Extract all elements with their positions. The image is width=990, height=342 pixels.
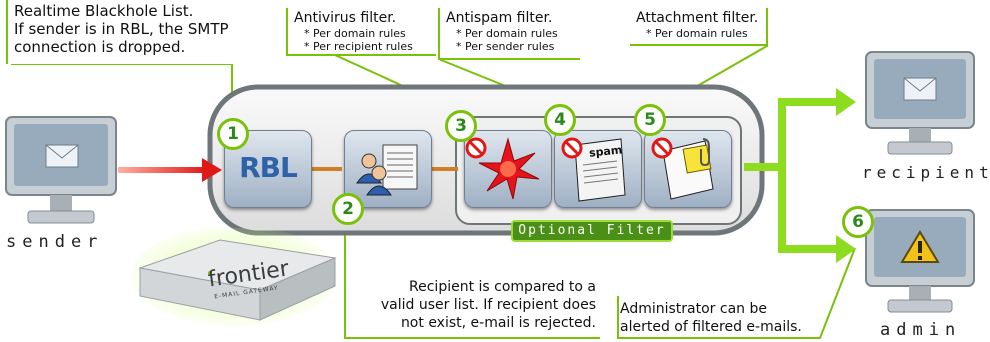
attachment-callout: Attachment filter. * Per domain rules (630, 8, 768, 46)
virus-icon (478, 137, 540, 200)
antivirus-rule-recipient: * Per recipient rules (304, 40, 413, 53)
rbl-callout: Realtime Blackhole List. If sender is in… (6, 0, 256, 64)
antispam-rule-sender: * Per sender rules (456, 40, 555, 53)
user-list-icon (356, 144, 418, 196)
rbl-callout-title: Realtime Blackhole List. (14, 2, 194, 20)
attachment-callout-title: Attachment filter. (636, 10, 759, 26)
recipient-check-line3: not exist, e-mail is rejected. (400, 315, 596, 331)
step-badge-5: 5 (634, 104, 666, 136)
recipient-label: recipient (862, 163, 990, 182)
recipient-check-note: Recipient is compared to a valid user li… (348, 278, 596, 332)
antispam-rule-domain: * Per domain rules (456, 27, 558, 40)
step-badge-6: 6 (842, 206, 874, 238)
attachment-icon (662, 138, 714, 200)
step-badge-1: 1 (217, 118, 249, 150)
recipient-check-tile (344, 130, 432, 208)
spam-document-icon (574, 138, 626, 202)
recipient-check-line2: valid user list. If recipient does (380, 297, 596, 313)
admin-monitor (865, 209, 975, 313)
envelope-icon (45, 144, 79, 168)
blocked-icon (465, 137, 487, 159)
recipient-check-line1: Recipient is compared to a (409, 279, 596, 295)
optional-filter-label: Optional Filter (511, 220, 673, 242)
rbl-tile-label: RBL (239, 151, 298, 184)
admin-label: admin (880, 320, 962, 340)
rbl-tile: RBL (224, 130, 312, 208)
blocked-icon (651, 137, 673, 159)
rbl-callout-line2: If sender is in RBL, the SMTP (14, 20, 229, 38)
rbl-callout-line3: connection is dropped. (14, 38, 186, 56)
warning-icon (900, 230, 940, 263)
antivirus-rule-domain: * Per domain rules (304, 27, 406, 40)
sender-monitor (5, 116, 117, 224)
attachment-tile (644, 130, 732, 208)
step-badge-2: 2 (332, 193, 364, 225)
step-badge-3: 3 (445, 110, 477, 142)
admin-alert-note: Administrator can be alerted of filtered… (620, 300, 825, 336)
recipient-monitor (865, 51, 975, 155)
blocked-icon (561, 137, 583, 159)
antispam-callout-title: Antispam filter. (446, 10, 553, 26)
antivirus-callout: Antivirus filter. * Per domain rules * P… (286, 8, 436, 56)
admin-alert-line1: Administrator can be (620, 301, 767, 317)
antivirus-callout-title: Antivirus filter. (294, 10, 397, 26)
step-badge-4: 4 (544, 104, 576, 136)
sender-label: sender (6, 232, 104, 252)
frontier-appliance (131, 228, 339, 326)
admin-alert-line2: alerted of filtered e-mails. (620, 319, 802, 335)
envelope-icon (903, 77, 937, 101)
antispam-callout: Antispam filter. * Per domain rules * Pe… (438, 8, 580, 60)
attachment-rule-domain: * Per domain rules (646, 27, 748, 40)
